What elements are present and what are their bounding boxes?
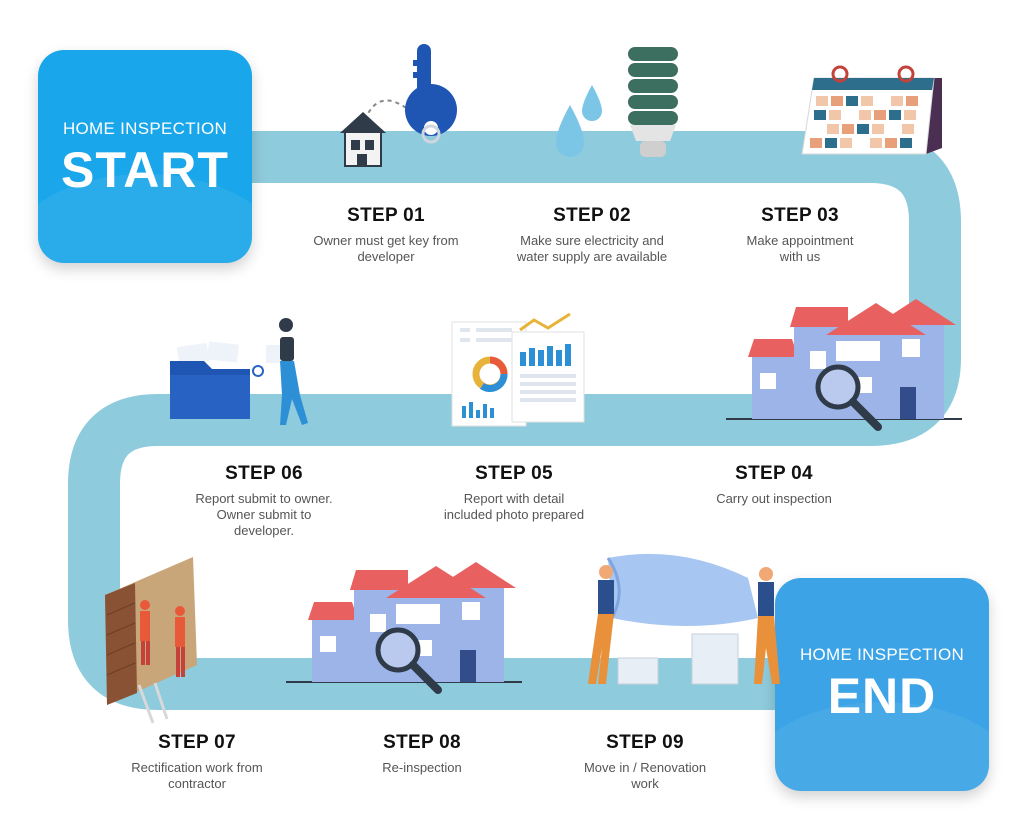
submit-folder-icon [170, 318, 308, 425]
step-title: STEP 03 [761, 205, 839, 226]
calendar-cell [870, 138, 882, 148]
calendar-cell [859, 110, 871, 120]
end-subtitle: HOME INSPECTION [799, 645, 965, 664]
step-description-line: work [631, 776, 659, 791]
calendar-cell [812, 124, 824, 134]
calendar-cell [810, 138, 822, 148]
step-description-line: Rectification work from [131, 760, 263, 775]
step-04: STEP 04 Carry out inspection [664, 463, 884, 507]
step-description-line: with us [779, 249, 821, 264]
calendar-cell [861, 96, 873, 106]
calendar-cell [889, 110, 901, 120]
calendar-cell [825, 138, 837, 148]
calendar-cell [816, 96, 828, 106]
step-description-line: Owner submit to [216, 507, 312, 522]
calendar-cell [831, 96, 843, 106]
step-title: STEP 07 [158, 732, 236, 753]
house-inspection-icon [726, 299, 962, 431]
step-title: STEP 01 [347, 205, 425, 226]
calendar-cell [827, 124, 839, 134]
step-description: Carry out inspection [664, 491, 884, 507]
step-description-line: Make appointment [746, 233, 854, 248]
step-description-line: Report submit to owner. [195, 491, 333, 506]
step-description: Re-inspection [312, 760, 532, 776]
calendar-cell [857, 124, 869, 134]
step-title: STEP 05 [475, 463, 553, 484]
calendar-cell [891, 96, 903, 106]
step-description-line: Owner must get key from [313, 233, 459, 248]
calendar-cell [900, 138, 912, 148]
step-title: STEP 02 [553, 205, 631, 226]
calendar-cell [840, 138, 852, 148]
step-description-line: water supply are available [516, 249, 668, 264]
house-key-icon [340, 44, 457, 167]
step-title: STEP 08 [383, 732, 461, 753]
step-title: STEP 04 [735, 463, 813, 484]
step-description-line: Carry out inspection [716, 491, 832, 506]
end-card: HOME INSPECTION END [775, 578, 989, 791]
calendar-cell [872, 124, 884, 134]
calendar-cell [814, 110, 826, 120]
moving-workers-icon [588, 553, 780, 685]
step-description-line: Move in / Renovation [583, 760, 707, 775]
calendar-cell [855, 138, 867, 148]
calendar-cell [902, 124, 914, 134]
calendar-cell [842, 124, 854, 134]
report-chart-icon [451, 312, 585, 427]
start-card: HOME INSPECTION START [38, 50, 252, 263]
calendar-cell [829, 110, 841, 120]
step-title: STEP 09 [606, 732, 684, 753]
step-description-line: Make sure electricity and [520, 233, 664, 248]
calendar-cell [904, 110, 916, 120]
calendar-cell [906, 96, 918, 106]
calendar-cell [844, 110, 856, 120]
reinspection-house-icon [286, 562, 522, 694]
calendar-cell [874, 110, 886, 120]
start-title: START [61, 142, 229, 198]
start-subtitle: HOME INSPECTION [62, 119, 228, 138]
calendar-cell [876, 96, 888, 106]
calendar-cell [885, 138, 897, 148]
step-description-line: contractor [168, 776, 226, 791]
step-description-line: included photo prepared [443, 507, 585, 522]
water-bulb-icon [556, 47, 678, 157]
step-description-line: Re-inspection [382, 760, 462, 775]
calendar-cell [846, 96, 858, 106]
calendar-cell [887, 124, 899, 134]
step-06: STEP 06 Report submit to owner.Owner sub… [154, 463, 374, 539]
end-title: END [827, 668, 937, 724]
step-description-line: Report with detail [463, 491, 565, 506]
step-description-line: developer [357, 249, 415, 264]
step-description-line: developer. [234, 523, 294, 538]
calendar-icon [801, 65, 942, 155]
step-08: STEP 08 Re-inspection [312, 732, 532, 776]
step-title: STEP 06 [225, 463, 303, 484]
contractor-wall-icon [105, 557, 197, 724]
